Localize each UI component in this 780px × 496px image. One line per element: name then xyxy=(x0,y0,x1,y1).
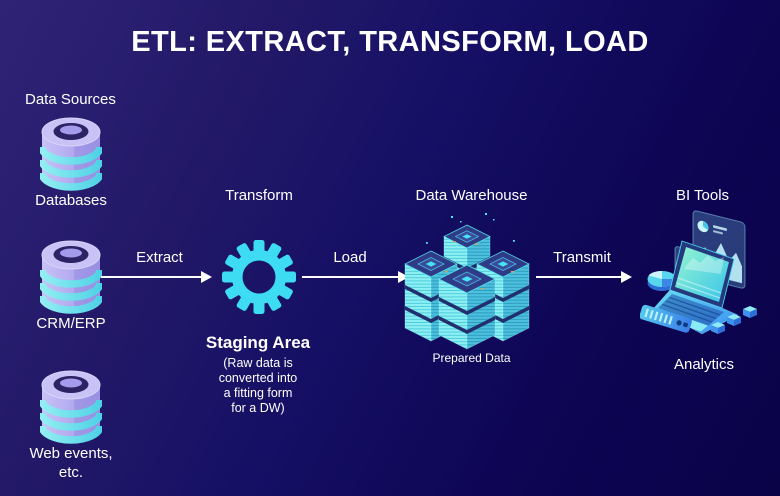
cube-keys xyxy=(711,306,757,334)
laptop xyxy=(653,240,739,335)
analytics-laptop-illustration xyxy=(640,210,757,335)
staging-note-line: converted into xyxy=(218,371,298,385)
staging-note-line: (Raw data is xyxy=(223,356,293,370)
data-sources-heading: Data Sources xyxy=(25,91,116,108)
diagram-title: ETL: EXTRACT, TRANSFORM, LOAD xyxy=(131,26,649,58)
bi-tools-label: BI Tools xyxy=(675,187,730,204)
staging-note-line: for a DW) xyxy=(231,401,285,415)
staging-area-title: Staging Area xyxy=(205,333,311,352)
load-arrow-label: Load xyxy=(333,249,367,266)
prepared-data-label: Prepared Data xyxy=(432,351,511,365)
load-arrow xyxy=(302,270,409,283)
staging-area-note: (Raw data is converted into a fitting fo… xyxy=(188,356,328,416)
database-icon xyxy=(40,368,102,444)
transmit-arrow-label: Transmit xyxy=(553,249,611,266)
database-icon xyxy=(40,238,102,314)
server-cluster-illustration xyxy=(404,213,530,350)
database-icon xyxy=(40,115,102,191)
status-lights xyxy=(445,241,514,290)
source-label-crm-erp: CRM/ERP xyxy=(36,315,106,332)
control-strip xyxy=(640,304,692,333)
data-warehouse-label: Data Warehouse xyxy=(415,187,528,204)
analytics-label: Analytics xyxy=(673,356,735,373)
source-label-databases: Databases xyxy=(35,192,107,209)
pie-chart-3d xyxy=(647,270,677,291)
extract-arrow xyxy=(101,270,212,283)
source-label-web-events: Web events, etc. xyxy=(29,445,113,481)
gear-icon xyxy=(219,237,299,317)
extract-arrow-label: Extract xyxy=(136,249,183,266)
server-tower xyxy=(438,264,496,350)
staging-note-line: a fitting form xyxy=(223,386,293,400)
transmit-arrow xyxy=(536,270,632,283)
transform-step-label: Transform xyxy=(225,187,293,204)
